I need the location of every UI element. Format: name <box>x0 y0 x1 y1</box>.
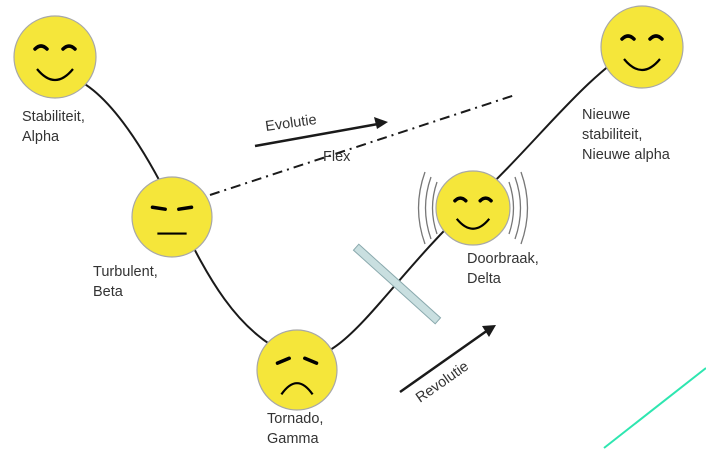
revolution-label: Revolutie <box>413 358 472 406</box>
beta-label: Turbulent, Beta <box>93 264 162 300</box>
gamma-label-line-1: Tornado, <box>267 411 323 427</box>
alpha-label-line-1: Stabiliteit, <box>22 109 85 125</box>
vibration-marks <box>417 171 529 245</box>
new-alpha-label-line-1: Nieuwe <box>582 107 630 123</box>
delta-label-line-2: Delta <box>467 271 502 287</box>
alpha-label: Stabiliteit, Alpha <box>22 109 89 145</box>
delta-face-icon <box>435 170 511 246</box>
delta-label-line-1: Doorbraak, <box>467 251 539 267</box>
flex-label: Flex <box>323 149 351 165</box>
new-alpha-label-line-3: Nieuwe alpha <box>582 147 671 163</box>
accent-line <box>603 367 706 449</box>
evolution-arrow <box>254 117 388 148</box>
gamma-label-line-2: Gamma <box>267 431 320 447</box>
new-alpha-label-line-2: stabiliteit, <box>582 127 642 143</box>
alpha-face-icon <box>13 15 97 99</box>
beta-face-icon <box>131 176 213 258</box>
delta-label: Doorbraak, Delta <box>467 251 543 287</box>
gamma-label: Tornado, Gamma <box>267 411 327 447</box>
gamma-face-icon <box>256 329 338 411</box>
beta-label-line-1: Turbulent, <box>93 264 158 280</box>
beta-label-line-2: Beta <box>93 284 124 300</box>
alpha-label-line-2: Alpha <box>22 129 60 145</box>
barrier <box>352 243 442 325</box>
new-alpha-face-icon <box>600 5 684 89</box>
new-alpha-label: Nieuwe stabiliteit, Nieuwe alpha <box>582 107 671 163</box>
revolution-arrow <box>399 325 496 394</box>
evolution-label: Evolutie <box>264 112 317 135</box>
flex-line <box>209 94 516 196</box>
